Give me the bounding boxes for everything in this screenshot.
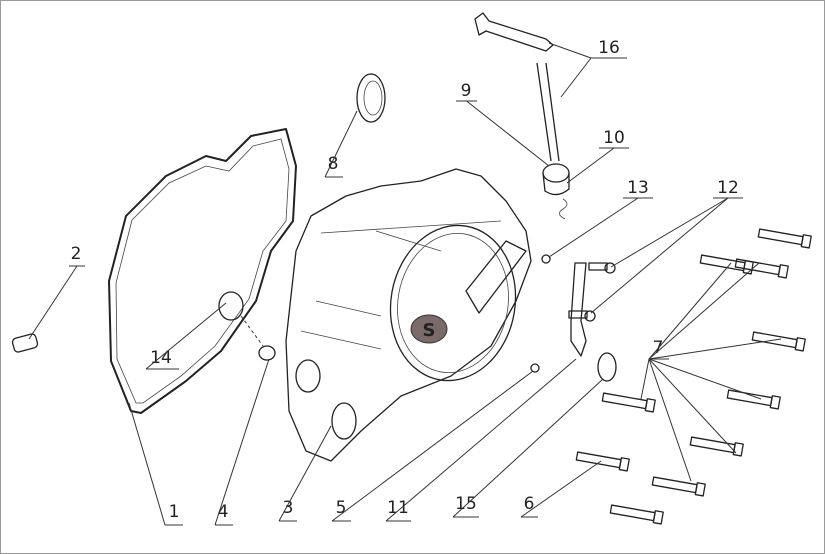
- logo: [410, 314, 448, 344]
- callout-14: 14: [145, 302, 227, 370]
- leader-line: [452, 378, 604, 518]
- leader-line: [214, 358, 270, 526]
- release-lever: [570, 262, 587, 357]
- leader-line: [28, 265, 78, 340]
- callout-4: 4: [214, 358, 270, 526]
- callout-6: 6: [520, 460, 602, 518]
- leader-line: [648, 262, 760, 360]
- callout-label: 11: [387, 498, 409, 518]
- callout-label: 10: [603, 128, 625, 148]
- bolt: [689, 436, 744, 457]
- leader-line: [640, 358, 650, 400]
- leader-line: [648, 358, 737, 454]
- o-ring: [258, 345, 276, 361]
- callout-2: 2: [28, 244, 85, 340]
- callout-7: 7: [640, 262, 782, 482]
- leader-line: [548, 42, 592, 59]
- leader-line: [648, 358, 762, 400]
- leader-line: [520, 460, 602, 518]
- leader-line: [648, 358, 692, 482]
- callout-label: 9: [461, 81, 472, 101]
- svg-text:S: S: [423, 320, 436, 341]
- clutch-arm-shaft: [474, 12, 570, 220]
- bolt: [575, 451, 630, 472]
- callout-label: 6: [524, 494, 535, 514]
- callout-label: 2: [71, 244, 82, 264]
- callout-label: 14: [150, 348, 172, 368]
- callout-label: 5: [336, 498, 347, 518]
- dowel-pin: [11, 333, 39, 353]
- oil-seal-small: [597, 352, 617, 382]
- bolts-12: [568, 262, 616, 322]
- bolt: [601, 392, 656, 413]
- callout-label: 3: [283, 498, 294, 518]
- bolt: [699, 254, 754, 275]
- leader-line: [590, 197, 729, 314]
- leader-line: [548, 197, 639, 258]
- callout-15: 15: [452, 378, 604, 518]
- callout-13: 13: [548, 178, 653, 258]
- callout-1: 1: [128, 402, 183, 526]
- bolt: [609, 504, 664, 525]
- pin: [530, 363, 540, 373]
- bolt: [726, 389, 781, 410]
- callout-16: 16: [548, 38, 627, 98]
- callout-3: 3: [278, 425, 332, 522]
- gasket: [108, 128, 297, 414]
- callout-11: 11: [385, 358, 577, 522]
- callout-9: 9: [456, 81, 550, 167]
- callout-12: 12: [590, 178, 743, 314]
- label-plate: [218, 291, 244, 321]
- callout-label: 12: [717, 178, 739, 198]
- leader-line: [385, 358, 577, 522]
- callout-5: 5: [331, 370, 534, 522]
- callout-10: 10: [566, 128, 629, 184]
- leader-line: [128, 402, 166, 526]
- bolt: [651, 476, 706, 497]
- bolt: [751, 331, 806, 352]
- callout-label: 16: [598, 38, 620, 58]
- leader-line: [566, 147, 615, 184]
- bolt: [757, 228, 812, 249]
- callout-label: 4: [218, 502, 229, 522]
- oil-seal: [356, 73, 386, 123]
- leader-line: [610, 197, 729, 268]
- callout-label: 15: [455, 494, 477, 514]
- callout-label: 13: [627, 178, 649, 198]
- leader-line: [145, 302, 227, 370]
- leader-line: [324, 110, 358, 178]
- bolts-7: [575, 228, 812, 525]
- leader-line: [648, 338, 782, 360]
- washer: [541, 254, 551, 264]
- callout-label: 1: [169, 502, 180, 522]
- callout-8: 8: [324, 110, 358, 178]
- clutch-cover: S: [285, 168, 532, 462]
- leader-line: [560, 57, 592, 98]
- callout-label: 8: [328, 154, 339, 174]
- leader-line: [278, 425, 332, 522]
- bolt: [734, 258, 789, 279]
- leader-line: [648, 262, 732, 360]
- leader-line: [466, 100, 550, 167]
- leader-line: [331, 370, 534, 522]
